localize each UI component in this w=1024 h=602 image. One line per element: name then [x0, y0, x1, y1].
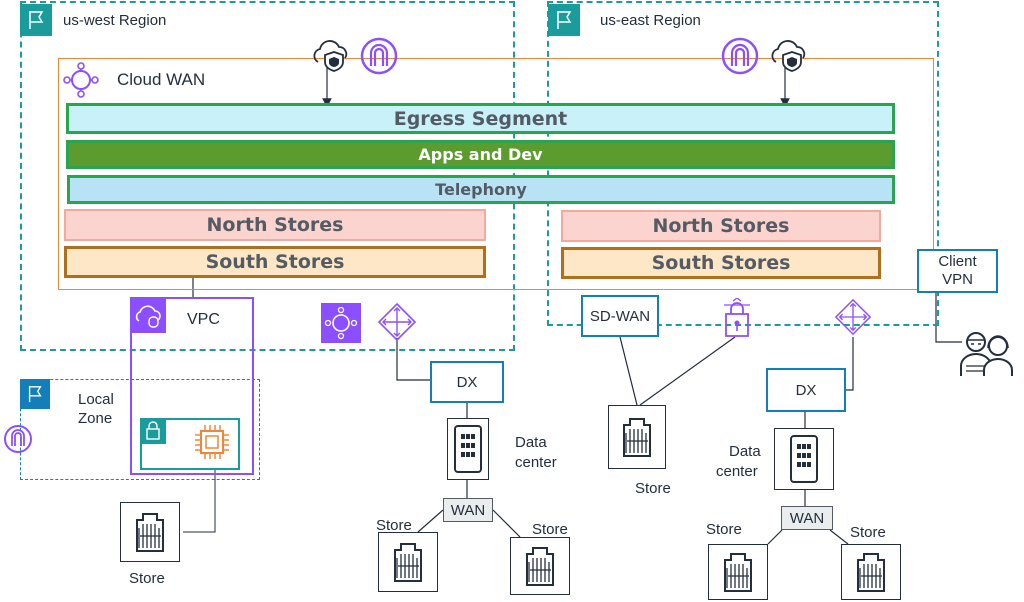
- dx-east: DX: [766, 368, 846, 412]
- store-sd-wan-label: Store: [635, 480, 671, 497]
- segment-south-stores-west: South Stores: [64, 246, 486, 278]
- segment-egress: Egress Segment: [66, 103, 895, 134]
- internet-gateway-icon: [721, 37, 759, 75]
- segment-south-west-label: South Stores: [205, 251, 345, 273]
- cloud-security-icon: [313, 40, 348, 72]
- segment-apps-and-dev: Apps and Dev: [66, 140, 895, 169]
- segment-north-east-label: North Stores: [652, 215, 790, 237]
- connect-attachment-icon: [834, 298, 872, 336]
- vpc-container: [130, 297, 254, 475]
- segment-telephony: Telephony: [67, 175, 895, 204]
- local-zone: [20, 379, 260, 480]
- store-east-left-label: Store: [706, 521, 742, 538]
- vpc-label: VPC: [187, 311, 220, 328]
- local-zone-label-line1: Local: [78, 391, 114, 408]
- wan-west: WAN: [443, 498, 493, 522]
- transit-gateway-icon: [321, 303, 361, 343]
- data-center-west-label-line2: center: [515, 454, 557, 471]
- wan-east-label: WAN: [789, 509, 825, 527]
- store-east-left: [708, 544, 768, 600]
- data-center-east: [774, 428, 834, 490]
- us-west-region-label: us-west Region: [63, 12, 167, 29]
- cloud-wan-label: Cloud WAN: [117, 70, 206, 89]
- client-vpn-label-line2: VPN: [942, 271, 973, 288]
- store-local-zone: [120, 502, 180, 562]
- sd-wan: SD-WAN: [581, 295, 659, 337]
- local-zone-label-line2: Zone: [78, 410, 113, 427]
- segment-south-stores-east: South Stores: [561, 247, 881, 279]
- store-local-zone-label: Store: [129, 570, 165, 587]
- cloud-wan-network: [58, 58, 934, 290]
- internet-gateway-icon: [360, 37, 398, 75]
- segment-egress-label: Egress Segment: [393, 107, 568, 130]
- vpn-lock-icon: [724, 298, 750, 337]
- wan-east: WAN: [781, 506, 833, 530]
- store-east-right: [841, 544, 901, 600]
- wan-west-label: WAN: [450, 501, 486, 519]
- region-flag-icon: [548, 4, 580, 36]
- data-center-east-label-line2: center: [716, 463, 758, 480]
- us-east-region-label: us-east Region: [600, 12, 701, 29]
- vpc-icon: [130, 297, 166, 333]
- dx-west: DX: [430, 361, 504, 403]
- dx-east-label: DX: [795, 381, 817, 399]
- store-building-icon: [724, 553, 752, 592]
- store-west-right: [510, 537, 570, 595]
- segment-north-stores-west: North Stores: [64, 209, 486, 241]
- client-vpn: Client VPN: [917, 249, 998, 293]
- store-sd-wan: [608, 405, 666, 469]
- dx-west-label: DX: [456, 373, 478, 391]
- cloud-security-icon: [771, 40, 806, 72]
- store-building-icon: [394, 543, 422, 582]
- store-west-left-label: Store: [376, 517, 412, 534]
- local-zone-flag-icon: [20, 379, 50, 409]
- store-east-right-label: Store: [850, 524, 886, 541]
- data-center-building-icon: [454, 425, 482, 473]
- store-west-right-label: Store: [532, 521, 568, 538]
- connect-attachment-icon: [377, 302, 417, 342]
- store-building-icon: [526, 547, 554, 586]
- segment-telephony-label: Telephony: [435, 180, 527, 199]
- segment-south-east-label: South Stores: [651, 252, 791, 274]
- segment-apps-label: Apps and Dev: [418, 145, 543, 164]
- internet-gateway-icon: [4, 425, 32, 453]
- store-west-left: [378, 532, 438, 592]
- data-center-east-label-line1: Data: [729, 443, 761, 460]
- users-icon: [960, 332, 1013, 376]
- data-center-building-icon: [790, 435, 818, 483]
- private-subnet-lock-icon: [140, 418, 166, 444]
- segment-north-west-label: North Stores: [206, 214, 344, 236]
- data-center-west: [447, 418, 489, 480]
- store-building-icon: [623, 418, 651, 457]
- ec2-instance-icon: [195, 425, 229, 459]
- client-vpn-label-line1: Client: [938, 253, 977, 270]
- segment-north-stores-east: North Stores: [561, 210, 881, 242]
- sd-wan-label: SD-WAN: [589, 307, 651, 325]
- cloud-wan-icon: [63, 62, 99, 98]
- store-building-icon: [136, 513, 164, 552]
- store-building-icon: [857, 553, 885, 592]
- data-center-west-label-line1: Data: [515, 434, 547, 451]
- region-flag-icon: [20, 4, 52, 36]
- subnet-box: [140, 418, 240, 470]
